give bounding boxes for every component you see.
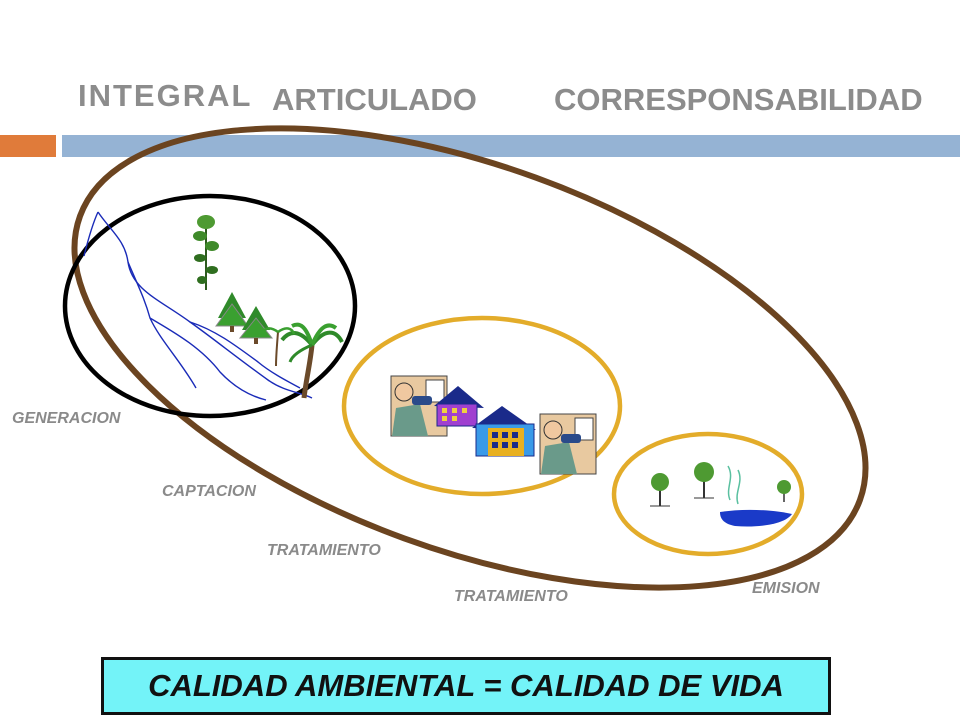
header-divider-bar — [62, 135, 960, 157]
heading-corresponsabilidad: CORRESPONSABILIDAD — [554, 82, 923, 117]
office-worker-icon — [539, 413, 597, 475]
water-pond-icon — [720, 465, 792, 527]
plant-icon — [193, 215, 219, 290]
formula-text: CALIDAD AMBIENTAL = CALIDAD DE VIDA — [148, 668, 784, 703]
emission-ellipse — [611, 431, 805, 557]
accent-bar — [0, 135, 56, 157]
formula-box: CALIDAD AMBIENTAL = CALIDAD DE VIDA — [101, 657, 831, 715]
stage-label-tratamiento: TRATAMIENTO — [267, 542, 381, 559]
outer-ellipse — [71, 125, 869, 591]
building-icon — [472, 406, 536, 457]
heading-integral: INTEGRAL — [78, 78, 253, 113]
stage-label-emision: EMISION — [752, 580, 820, 597]
palm-tree-icon — [260, 322, 344, 399]
treatment-ellipse — [341, 315, 623, 497]
river-icon — [83, 211, 313, 401]
stage-label-captacion: CAPTACION — [162, 483, 256, 500]
heading-articulado: ARTICULADO — [272, 82, 477, 117]
small-tree-icon — [650, 473, 670, 507]
building-icon — [434, 386, 484, 427]
stage-label-tratamiento: TRATAMIENTO — [454, 588, 568, 605]
small-tree-icon — [694, 462, 714, 499]
stage-label-generacion: GENERACION — [12, 410, 121, 427]
pine-trees-icon — [215, 292, 274, 344]
generation-ellipse — [62, 193, 358, 419]
small-tree-icon — [777, 480, 791, 502]
